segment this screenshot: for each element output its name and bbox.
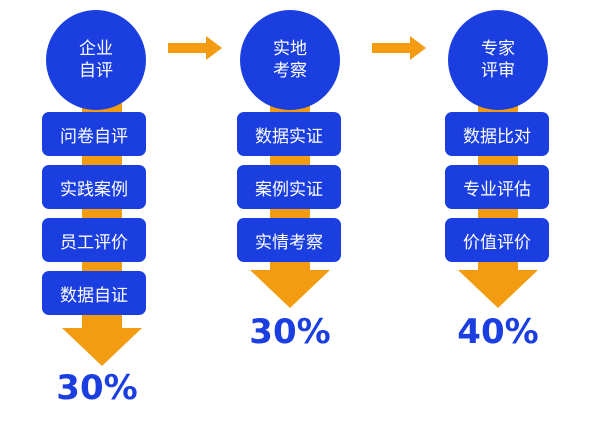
right-arrow-icon: [168, 36, 222, 60]
item-box: 员工评价: [42, 218, 146, 262]
stage-title-line1: 专家: [481, 39, 515, 59]
item-box: 实情考察: [237, 218, 341, 262]
stage-circle: 专家 评审: [448, 10, 548, 110]
right-arrow-icon: [372, 36, 426, 60]
column-expert-review: 专家 评审 数据比对 专业评估 价值评价 40%: [400, 0, 600, 437]
column-enterprise-self-eval: 企业 自评 问卷自评 实践案例 员工评价 数据自证 30%: [0, 0, 200, 437]
item-box: 价值评价: [445, 218, 549, 262]
stage-circle: 实地 考察: [240, 10, 340, 110]
stage-title-line1: 企业: [79, 39, 113, 59]
item-box: 数据比对: [445, 112, 549, 156]
down-arrow-icon: [62, 320, 142, 366]
item-box: 实践案例: [42, 165, 146, 209]
weight-percent: 40%: [457, 312, 539, 352]
stage-title-line2: 评审: [481, 61, 515, 81]
column-site-visit: 实地 考察 数据实证 案例实证 实情考察 30%: [200, 0, 400, 437]
down-arrow-icon: [250, 262, 330, 308]
weight-percent: 30%: [56, 368, 138, 408]
item-box: 数据实证: [237, 112, 341, 156]
stage-title-line2: 考察: [273, 61, 307, 81]
item-box: 专业评估: [445, 165, 549, 209]
weight-percent: 30%: [249, 312, 331, 352]
stage-title-line2: 自评: [79, 61, 113, 81]
item-box: 数据自证: [42, 271, 146, 315]
item-box: 问卷自评: [42, 112, 146, 156]
stage-circle: 企业 自评: [46, 10, 146, 110]
item-box: 案例实证: [237, 165, 341, 209]
down-arrow-icon: [458, 262, 538, 308]
stage-title-line1: 实地: [273, 39, 307, 59]
